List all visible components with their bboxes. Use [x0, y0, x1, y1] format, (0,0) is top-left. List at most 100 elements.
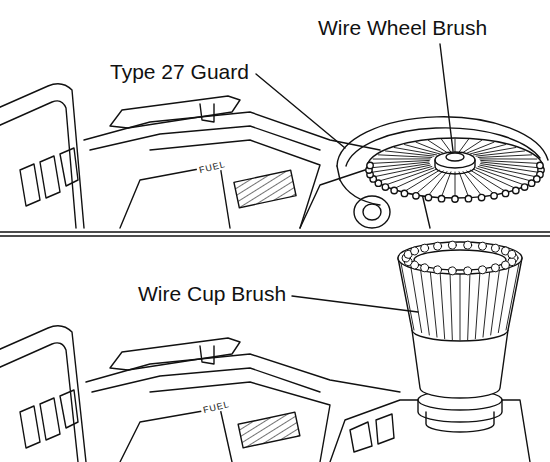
wire-tufts — [402, 241, 518, 275]
tuft-end — [464, 241, 472, 249]
tuft-end — [537, 162, 543, 168]
panel-divider — [0, 235, 550, 236]
tuft-end — [438, 195, 444, 201]
tuft-end — [465, 195, 471, 201]
tool-body — [150, 140, 320, 228]
tuft-end — [478, 194, 484, 200]
wire-tuft — [455, 139, 456, 152]
spindle-lock — [363, 204, 381, 220]
wheel-nut — [446, 153, 464, 161]
battery-slots — [20, 390, 78, 448]
air-vents — [238, 412, 300, 448]
panel-divider — [0, 231, 550, 232]
type-27-guard — [340, 180, 380, 205]
wire-tuft — [480, 158, 537, 159]
tool-body — [150, 382, 330, 462]
wire-tuft — [483, 269, 490, 337]
wire-tuft — [450, 272, 452, 339]
wire-tuft — [473, 169, 515, 188]
wire-tuft — [478, 155, 531, 158]
wire-tuft — [478, 167, 531, 182]
leader-line — [256, 74, 345, 148]
battery-pack — [0, 101, 76, 228]
leader-line — [292, 296, 418, 312]
tuft-end — [421, 264, 429, 272]
battery-pack — [0, 343, 78, 462]
air-vents — [234, 170, 296, 207]
wire-tuft — [459, 172, 468, 197]
wheel-hub — [435, 152, 475, 168]
wire-tuft — [442, 139, 451, 152]
wire-tuft — [460, 273, 461, 340]
wire-tufts — [366, 139, 544, 202]
wire-tuft — [394, 169, 436, 188]
tool-body — [120, 408, 232, 462]
tuft-end — [464, 267, 472, 275]
battery-slots — [20, 148, 78, 206]
paddle-switch — [110, 96, 240, 128]
wire-tuft — [491, 266, 500, 336]
tuft-end — [452, 196, 458, 202]
tuft-end — [508, 250, 516, 258]
wire-tuft — [476, 168, 525, 185]
wire-tuft — [440, 271, 445, 339]
brand-mark: FUEL — [200, 398, 233, 416]
tuft-end — [391, 187, 397, 193]
wire-tuft — [420, 266, 429, 336]
tuft-end — [528, 180, 534, 186]
wire-tuft — [410, 262, 422, 333]
spindle-lock — [354, 196, 390, 228]
tool-body — [92, 368, 320, 392]
tool-body — [84, 112, 380, 150]
wire-cup-rim — [398, 242, 522, 274]
part-name: Wire Cup Brush — [138, 282, 286, 306]
wire-tuft — [385, 168, 434, 185]
tuft-end — [491, 193, 497, 199]
tuft-end — [434, 266, 442, 274]
wire-wheel — [367, 138, 543, 198]
wire-tuft — [481, 160, 540, 163]
tuft-end — [401, 190, 407, 196]
spindle-flange — [426, 412, 494, 432]
tuft-end — [367, 162, 373, 168]
wire-tuft — [373, 158, 430, 159]
tool-body — [86, 354, 400, 392]
part-name: Type 27 Guard — [110, 60, 249, 84]
tuft-end — [478, 242, 486, 250]
wire-tuft — [475, 271, 480, 339]
battery-pack — [0, 326, 86, 462]
wire-tuft — [498, 262, 510, 333]
tuft-end — [448, 241, 456, 249]
tuft-end — [382, 184, 388, 190]
paddle-lock — [200, 346, 214, 364]
tool-body — [120, 165, 230, 228]
tuft-end — [502, 190, 508, 196]
wire-tuft — [430, 269, 437, 337]
tuft-end — [411, 247, 419, 255]
gear-head-ribs — [350, 414, 394, 452]
tuft-end — [421, 244, 429, 252]
tuft-end — [448, 267, 456, 275]
battery-pack — [0, 84, 84, 228]
tuft-end — [501, 261, 509, 269]
leader-line — [440, 44, 453, 151]
wire-tuft — [442, 172, 451, 197]
paddle-switch — [110, 338, 240, 370]
wire-tuft — [404, 170, 439, 191]
brand-mark: FUEL — [196, 158, 229, 176]
gear-head — [330, 400, 530, 462]
wheel-hub — [435, 160, 475, 174]
grinder-top — [0, 44, 548, 228]
tuft-end — [413, 193, 419, 199]
tuft-end — [491, 244, 499, 252]
wire-tuft — [455, 172, 456, 197]
type-27-guard — [337, 166, 340, 180]
paddle-lock — [200, 104, 214, 122]
wire-tuft — [370, 160, 429, 163]
tuft-end — [521, 184, 527, 190]
grinder-bottom — [0, 241, 530, 462]
tuft-end — [434, 242, 442, 250]
part-name: Wire Wheel Brush — [318, 16, 487, 40]
